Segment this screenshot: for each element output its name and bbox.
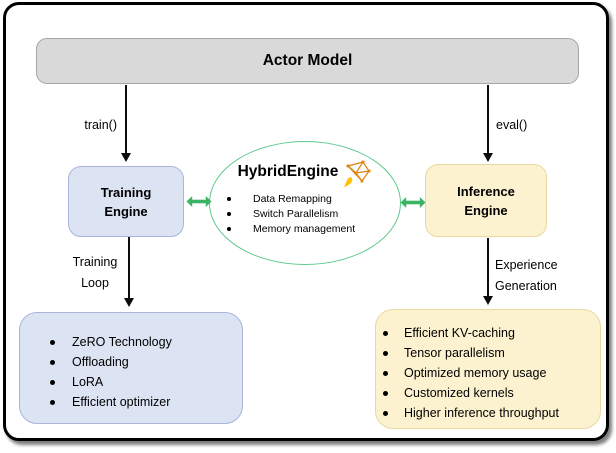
actor-model-node: Actor Model [36, 38, 579, 84]
training-hybrid-connector-arrow [186, 195, 212, 208]
bullet-dot [383, 330, 388, 336]
actor-model-label: Actor Model [262, 52, 353, 69]
list-item-label: Efficient optimizer [72, 395, 171, 409]
training-loop-label-line1: Training [72, 255, 118, 269]
inference-engine-node: Inference Engine [425, 164, 547, 237]
list-item: Offloading [50, 352, 242, 372]
bullet-dot [383, 390, 388, 396]
bullet-dot [50, 399, 55, 405]
training-loop-arrow-head [124, 298, 134, 307]
list-item: Data Remapping [227, 191, 355, 206]
list-item-label: Data Remapping [253, 192, 332, 205]
training-loop-label: Training Loop [64, 252, 126, 294]
inference-engine-title-line2: Engine [464, 202, 508, 218]
train-arrow-line [125, 85, 127, 154]
training-engine-node: Training Engine [68, 166, 184, 237]
list-item: Efficient KV-caching [383, 323, 600, 343]
list-item-label: ZeRO Technology [72, 335, 172, 349]
bullet-dot [227, 226, 231, 231]
list-item-label: Higher inference throughput [404, 406, 559, 420]
experience-arrow-head [483, 296, 493, 305]
bullet-dot [227, 196, 231, 201]
list-item: Higher inference throughput [383, 403, 600, 423]
bullet-dot [383, 350, 388, 356]
hybrid-engine-title: HybridEngine [237, 163, 339, 180]
list-item-label: Customized kernels [404, 386, 514, 400]
experience-label-line2: Generation [495, 279, 557, 293]
list-item: Efficient optimizer [50, 392, 242, 412]
hybrid-engine-feature-list: Data Remapping Switch Parallelism Memory… [227, 191, 355, 236]
bullet-dot [383, 410, 388, 416]
list-item-label: Optimized memory usage [404, 366, 547, 380]
hybrid-engine-node: HybridEngine [209, 141, 401, 265]
training-loop-arrow-line [128, 237, 130, 299]
network-graph-icon [341, 159, 372, 193]
training-engine-title-line1: Training [100, 184, 152, 200]
list-item: Optimized memory usage [383, 363, 600, 383]
training-features-list: ZeRO Technology Offloading LoRA Efficien… [50, 332, 242, 412]
bullet-dot [50, 359, 55, 365]
experience-arrow-line [487, 238, 489, 297]
bullet-dot [50, 339, 55, 345]
list-item-label: Offloading [72, 355, 129, 369]
train-arrow-head [121, 153, 131, 162]
bullet-dot [50, 379, 55, 385]
list-item: Switch Parallelism [227, 206, 355, 221]
train-label: train() [84, 118, 117, 132]
inference-features-list: Efficient KV-caching Tensor parallelism … [383, 323, 600, 423]
experience-generation-label: Experience Generation [495, 255, 558, 297]
training-features-box: ZeRO Technology Offloading LoRA Efficien… [19, 312, 243, 424]
list-item: Memory management [227, 221, 355, 236]
list-item-label: Switch Parallelism [253, 207, 339, 220]
bullet-dot [383, 370, 388, 376]
list-item-label: Efficient KV-caching [404, 326, 515, 340]
list-item-label: Memory management [253, 222, 356, 235]
inference-engine-title-line1: Inference [457, 183, 515, 199]
eval-arrow-head [483, 153, 493, 162]
eval-arrow-line [487, 85, 489, 154]
hybrid-engine-title-row: HybridEngine [210, 160, 400, 193]
list-item-label: Tensor parallelism [404, 346, 505, 360]
training-engine-title-line2: Engine [104, 203, 148, 219]
inference-features-box: Efficient KV-caching Tensor parallelism … [375, 309, 601, 429]
list-item: ZeRO Technology [50, 332, 242, 352]
training-loop-label-line2: Loop [81, 276, 109, 290]
hybrid-inference-connector-arrow [400, 196, 426, 209]
experience-label-line1: Experience [495, 258, 558, 272]
eval-label: eval() [496, 118, 528, 132]
list-item: Customized kernels [383, 383, 600, 403]
list-item-label: LoRA [72, 375, 104, 389]
list-item: LoRA [50, 372, 242, 392]
bullet-dot [227, 211, 231, 216]
list-item: Tensor parallelism [383, 343, 600, 363]
